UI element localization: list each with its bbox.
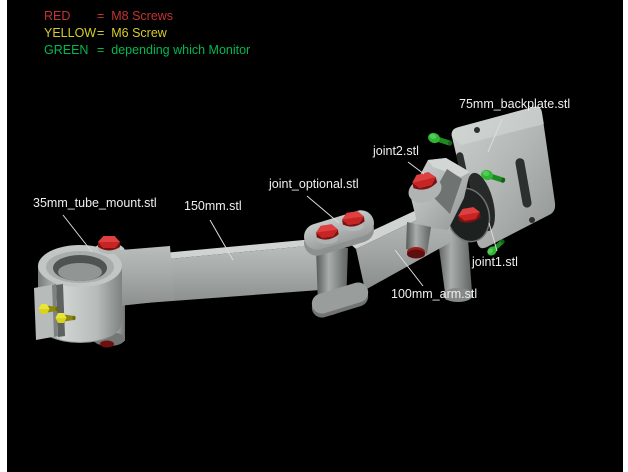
- leader-backplate: [487, 118, 503, 153]
- tube-mount-model: [34, 236, 174, 343]
- legend-term-red: RED: [44, 9, 71, 23]
- m8-screw: [98, 236, 120, 251]
- label-100mm-arm: 100mm_arm.stl: [391, 287, 478, 301]
- leader-150mm: [209, 219, 234, 261]
- label-tube-mount: 35mm_tube_mount.stl: [33, 196, 157, 210]
- monitor-screw: [426, 131, 454, 149]
- label-backplate: 75mm_backplate.stl: [459, 97, 571, 111]
- legend-def-green: = depending which Monitor: [97, 43, 251, 57]
- leader-joint2: [407, 161, 425, 175]
- leader-joint1: [488, 222, 498, 252]
- legend-def-red: = M8 Screws: [97, 9, 174, 23]
- joint2-model: [406, 158, 470, 259]
- leader-lines: [62, 118, 503, 287]
- label-joint-optional: joint_optional.stl: [269, 177, 359, 191]
- label-150mm: 150mm.stl: [184, 199, 242, 213]
- label-joint2: joint2.stl: [373, 144, 419, 158]
- leader-tube-mount: [62, 214, 93, 253]
- leader-joint-optional: [306, 195, 340, 224]
- screw-color-legend: RED = M8 Screws YELLOW = M6 Screw GREEN …: [44, 8, 250, 59]
- leader-100mm-arm: [394, 249, 424, 287]
- legend-term-green: GREEN: [44, 43, 89, 57]
- joint-optional-model: [304, 210, 374, 318]
- label-joint1: joint1.stl: [472, 255, 518, 269]
- legend-def-yellow: = M6 Screw: [97, 26, 167, 40]
- legend-term-yellow: YELLOW: [44, 26, 97, 40]
